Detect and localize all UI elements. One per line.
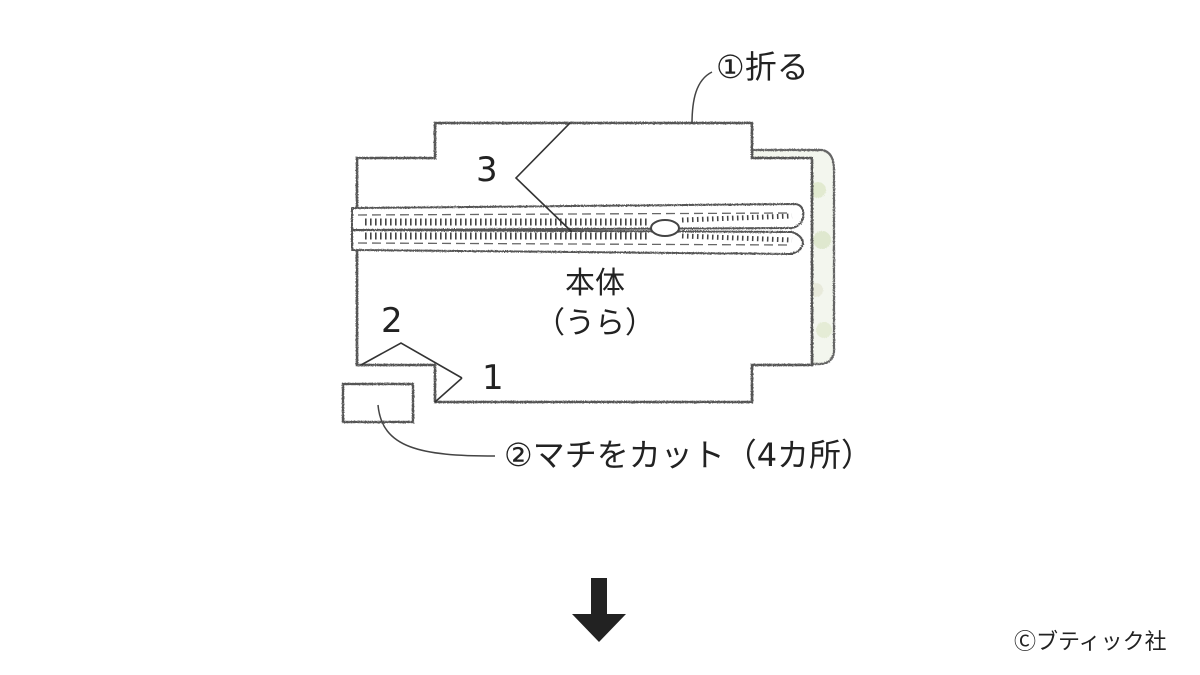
copyright-text: Ⓒブティック社 [1014,630,1167,655]
cut-gusset-piece [341,382,415,424]
body-label-subtitle: （うら） [535,306,655,341]
cut-leader-line [377,404,496,457]
body-label: 本体 （うら） [510,264,680,344]
arrow-down-icon [572,578,626,642]
zipper [351,202,805,256]
step-cut-label: ②マチをカット（4カ所） [504,436,874,474]
marker-2-lines [360,342,463,379]
body-label-title: 本体 [565,266,625,301]
marker-3-lines [514,122,573,233]
pouch-body-outline [355,121,814,404]
step-fold-label: ①折る [716,48,809,86]
marker-1: 1 [482,358,504,398]
fold-leader-line [691,71,713,125]
marker-2: 2 [381,301,403,341]
zipper-pull [650,219,680,237]
marker-1-lines [434,377,463,403]
marker-3: 3 [476,150,498,190]
